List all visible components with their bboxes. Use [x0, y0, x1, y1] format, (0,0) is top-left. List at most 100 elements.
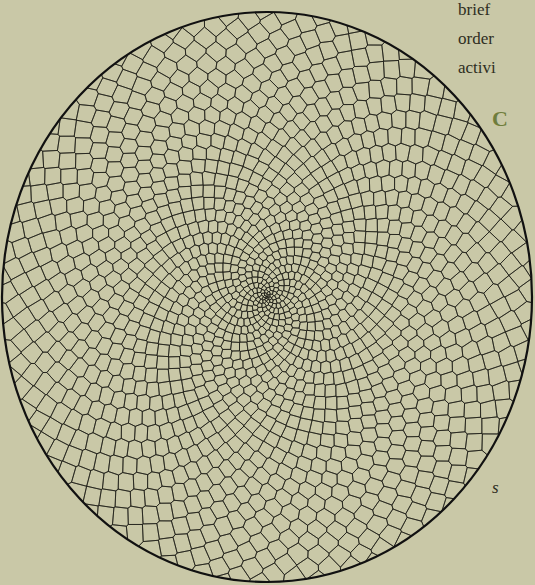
cell-outline — [259, 252, 268, 261]
cell-outline — [367, 372, 383, 387]
cell-outline — [302, 174, 318, 190]
cell-outline — [354, 505, 374, 525]
cell-outline — [298, 482, 315, 500]
cell-outline — [193, 411, 209, 428]
cell-outline — [382, 143, 396, 162]
cell-outline — [211, 94, 228, 112]
cell-outline — [256, 39, 277, 59]
cell-outline — [397, 76, 413, 95]
cell-outline — [133, 339, 147, 353]
cell-outline — [128, 258, 144, 275]
cell-outline — [172, 483, 188, 501]
cell-outline — [486, 460, 535, 536]
cell-outline — [161, 216, 176, 232]
cell-outline — [190, 354, 203, 365]
cell-outline — [357, 177, 370, 194]
cell-outline — [455, 299, 474, 318]
cell-outline — [364, 243, 377, 257]
cell-outline — [35, 332, 57, 352]
cell-outline — [236, 239, 247, 250]
cell-outline — [291, 321, 300, 329]
cell-outline — [261, 226, 273, 238]
cell-outline — [154, 111, 172, 127]
cell-outline — [233, 247, 243, 258]
cell-outline — [31, 184, 49, 203]
cell-outline — [243, 517, 263, 537]
cell-outline — [33, 247, 52, 266]
cell-outline — [317, 581, 346, 585]
cell-outline — [259, 311, 265, 318]
cell-outline — [127, 565, 169, 585]
cell-outline — [21, 342, 43, 364]
cell-outline — [209, 557, 230, 577]
cell-outline — [338, 309, 351, 322]
cell-outline — [137, 456, 152, 475]
cell-outline — [424, 334, 441, 351]
cell-outline — [450, 271, 469, 290]
page-text-fragment-box: activi — [458, 58, 496, 78]
cell-outline — [48, 341, 67, 362]
cell-outline — [78, 449, 96, 470]
cell-outline — [119, 348, 134, 364]
cell-outline — [512, 242, 535, 266]
cell-outline — [64, 409, 83, 430]
cell-outline — [339, 167, 354, 184]
cell-outline — [203, 406, 220, 422]
cell-outline — [50, 403, 71, 425]
cell-outline — [291, 345, 302, 357]
cell-outline — [0, 197, 1, 230]
cell-outline — [325, 263, 336, 274]
cell-outline — [237, 393, 251, 407]
cell-outline — [206, 274, 216, 285]
cell-outline — [126, 194, 143, 209]
cell-outline — [244, 384, 257, 397]
cell-outline — [82, 348, 101, 366]
cell-outline — [138, 187, 155, 202]
page-text-fragment-box: C — [492, 106, 508, 132]
cell-outline — [179, 274, 192, 287]
cell-outline — [454, 140, 473, 161]
cell-outline — [228, 452, 245, 469]
cell-outline — [278, 286, 284, 292]
cell-outline — [369, 176, 382, 193]
cell-outline — [217, 83, 235, 101]
cell-outline — [251, 409, 267, 424]
cell-outline — [375, 204, 388, 219]
cell-outline — [340, 0, 379, 15]
cell-outline — [19, 252, 39, 273]
cell-outline — [180, 355, 192, 367]
cell-outline — [157, 521, 175, 539]
cell-outline — [208, 243, 217, 255]
cell-outline — [188, 258, 200, 270]
sphere-outline — [2, 12, 532, 582]
cell-outline — [465, 433, 482, 451]
cell-outline — [319, 41, 338, 60]
cell-outline — [378, 272, 394, 288]
cell-outline — [335, 298, 347, 310]
cell-outline — [249, 451, 267, 468]
cell-outline — [305, 45, 324, 65]
cell-outline — [309, 272, 320, 283]
cell-outline — [330, 245, 342, 256]
cell-outline — [304, 289, 314, 299]
cell-outline — [133, 295, 149, 311]
cell-outline — [196, 456, 213, 474]
cell-outline — [168, 201, 183, 215]
cell-outline — [305, 278, 315, 289]
cell-outline — [176, 94, 194, 112]
cell-outline — [325, 409, 338, 423]
cell-outline — [447, 154, 466, 175]
cell-outline — [448, 401, 465, 418]
cell-outline — [361, 415, 378, 429]
cell-outline — [267, 349, 279, 360]
cell-outline — [269, 242, 279, 252]
cell-outline — [236, 179, 250, 193]
cell-outline — [448, 417, 465, 433]
cell-outline — [145, 210, 162, 225]
cell-outline — [0, 339, 21, 365]
cell-outline — [519, 390, 535, 428]
cell-outline — [421, 197, 438, 215]
cell-outline — [307, 432, 321, 448]
cell-outline — [76, 153, 94, 169]
cell-outline — [340, 576, 376, 585]
